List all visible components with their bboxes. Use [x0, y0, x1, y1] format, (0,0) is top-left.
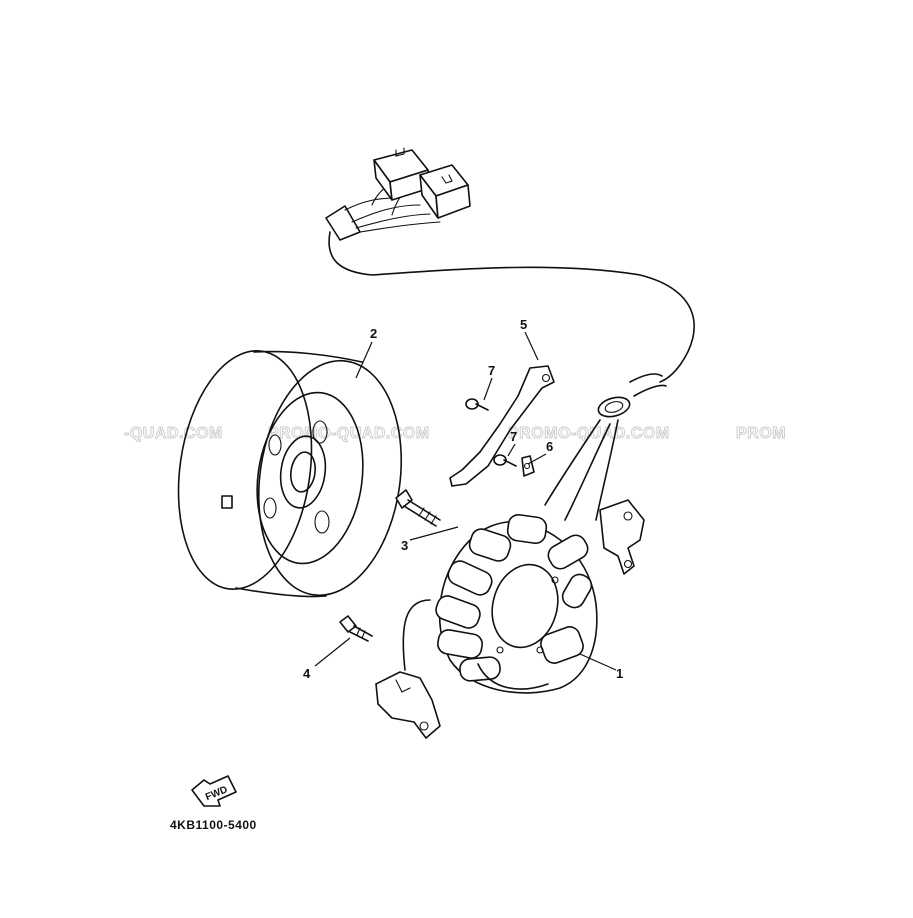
- screw-4: [339, 615, 373, 642]
- callout-3: 3: [401, 538, 408, 553]
- connector-plug-b: [419, 164, 471, 219]
- callout-5: 5: [520, 317, 527, 332]
- wire-harness: [325, 179, 695, 383]
- screw-7a: [465, 398, 489, 411]
- watermark-1: -QUAD.COM: [124, 425, 223, 442]
- clamp-6: [521, 455, 535, 477]
- leader-lines: [314, 331, 617, 671]
- callout-7b: 7: [510, 429, 517, 444]
- callout-4: 4: [303, 666, 311, 681]
- bolt-3: [395, 489, 441, 527]
- screw-7b: [493, 454, 517, 467]
- rotor-flywheel: [177, 350, 403, 598]
- pickup-coil-left: [375, 599, 441, 739]
- watermark-2: PROMO-QUAD.COM: [268, 425, 430, 442]
- fwd-arrow: FWD: [191, 775, 237, 807]
- callout-1: 1: [616, 666, 623, 681]
- stator-assembly: [435, 513, 598, 694]
- watermark-4: PROM: [736, 425, 786, 442]
- callout-6: 6: [546, 439, 553, 454]
- callout-7a: 7: [488, 363, 495, 378]
- part-code: 4KB1100-5400: [170, 818, 257, 832]
- pickup-coil-right: [599, 499, 645, 575]
- stator-lead-grommet: [544, 373, 667, 521]
- callouts: 1 2 3 4 5 6 7 7: [303, 317, 623, 681]
- watermark-group: -QUAD.COM PROMO-QUAD.COM PROMO-QUAD.COM …: [124, 425, 786, 443]
- bracket-5: [449, 365, 555, 487]
- callout-2: 2: [370, 326, 377, 341]
- watermark-3: PROMO-QUAD.COM: [508, 425, 670, 442]
